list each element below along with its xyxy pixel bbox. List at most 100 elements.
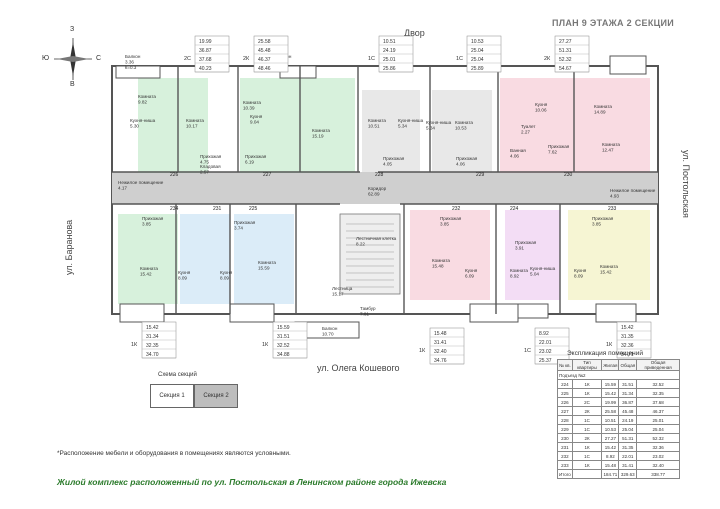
apartment-area <box>432 90 492 172</box>
unit-area: 34.88 <box>277 352 290 358</box>
table-cell: 45.48 <box>618 406 638 416</box>
table-cell: 1К <box>571 460 603 470</box>
compass-e: С <box>96 55 102 62</box>
apartment-number: 234 <box>170 206 179 212</box>
table-cell: 2С <box>571 397 603 407</box>
unit-area: 25.58 <box>258 39 271 45</box>
unit-area: 31.51 <box>277 334 290 340</box>
unit-area: 25.01 <box>383 57 396 63</box>
footer-caption: Жилой комплекс расположенный по ул. Пост… <box>57 477 447 487</box>
street-top: Двор <box>404 28 425 38</box>
table-cell: 37.68 <box>636 397 680 407</box>
unit-area: 15.42 <box>621 325 634 331</box>
unit-type: 2К <box>544 56 551 62</box>
plan-title: ПЛАН 9 ЭТАЖА 2 СЕКЦИИ <box>552 18 675 28</box>
unit-type: 1К <box>262 342 269 348</box>
unit-type: 1К <box>606 342 613 348</box>
table-cell: 224 <box>557 379 573 389</box>
compass-rose: З В Ю С <box>42 26 101 88</box>
apartment-number: 227 <box>263 172 272 178</box>
table-cell: 10.51 <box>601 415 620 425</box>
unit-area: 40.23 <box>199 66 212 72</box>
unit-type: 2К <box>243 56 250 62</box>
table-cell: 19.99 <box>601 397 620 407</box>
unit-area: 46.37 <box>258 57 271 63</box>
unit-type: 1С <box>456 56 463 62</box>
table-cell: 22.01 <box>618 451 638 461</box>
col-apt: № кв. <box>557 359 573 371</box>
unit-area: 25.89 <box>471 66 484 72</box>
balcony <box>229 303 275 323</box>
table-cell: 51.31 <box>618 433 638 443</box>
table-cell: 232 <box>557 451 573 461</box>
apartment-number: 229 <box>476 172 485 178</box>
table-cell: 1С <box>571 424 603 434</box>
balcony <box>469 303 519 323</box>
unit-area: 25.37 <box>539 358 552 364</box>
section-scheme: Схема секций Секция 1 Секция 2 <box>130 372 238 408</box>
balcony <box>119 303 165 323</box>
table-cell: 2К <box>571 433 603 443</box>
table-cell: 25.01 <box>636 415 680 425</box>
apartment-area <box>500 78 650 173</box>
unit-area: 31.41 <box>434 340 447 346</box>
table-cell: 227 <box>557 406 573 416</box>
compass-w: Ю <box>42 55 50 62</box>
apartment-number: 228 <box>375 172 384 178</box>
compass-n: З <box>70 26 75 33</box>
table-cell: 15.42 <box>601 442 620 452</box>
unit-area: 27.27 <box>559 39 572 45</box>
unit-area: 23.02 <box>539 349 552 355</box>
apartment-number: 233 <box>608 206 617 212</box>
unit-area: 15.59 <box>277 325 290 331</box>
apartment-area <box>568 210 650 300</box>
explication-caption: Экспликация помещений <box>567 350 644 357</box>
table-cell: 231 <box>557 442 573 452</box>
plan-labels: Балкон3.36k=0.3Балкон3.38k=0.3Комната9.8… <box>118 35 656 365</box>
table-cell: 230 <box>557 433 573 443</box>
apartment-area <box>138 78 208 173</box>
apartment-area <box>180 214 230 304</box>
unit-area: 8.92 <box>539 331 549 337</box>
unit-area: 25.04 <box>471 48 484 54</box>
total-cell <box>571 469 603 479</box>
table-cell: 229 <box>557 424 573 434</box>
apartment-number: 224 <box>510 206 519 212</box>
apartment-area <box>118 214 178 304</box>
unit-type: 1К <box>131 342 138 348</box>
unit-area: 37.68 <box>199 57 212 63</box>
plan-walls <box>112 55 658 339</box>
